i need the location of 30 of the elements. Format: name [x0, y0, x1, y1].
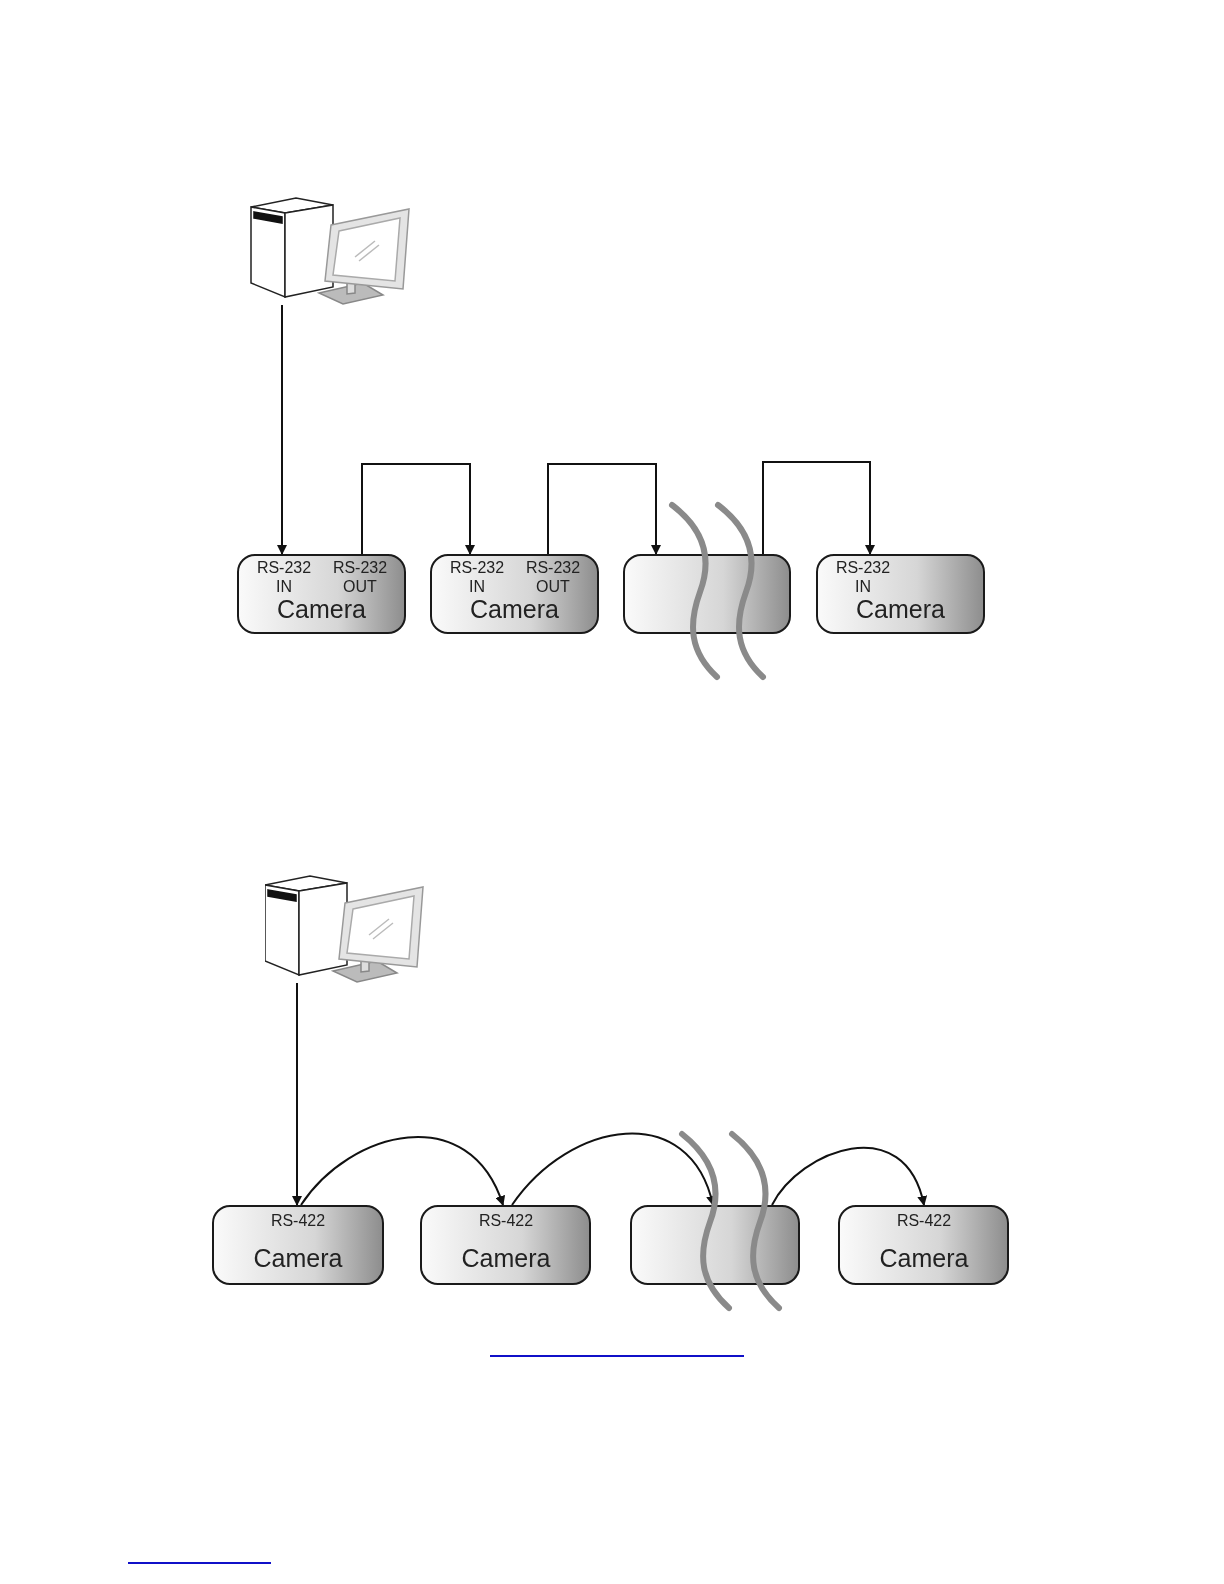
- camera-box: [430, 554, 599, 634]
- camera-box: [816, 554, 985, 634]
- arrow: [300, 1136, 505, 1206]
- arrow: [292, 982, 302, 1206]
- camera-box: [420, 1205, 591, 1285]
- device-label: Camera: [469, 594, 560, 624]
- device-label: Camera: [252, 1243, 344, 1273]
- device-label: Camera: [460, 1243, 552, 1273]
- device-label: Camera: [855, 594, 946, 624]
- arrow: [762, 461, 875, 555]
- port-label: RS-422: [269, 1211, 327, 1231]
- port-label: RS-232 OUT: [331, 558, 389, 597]
- camera-box: [237, 554, 406, 634]
- port-label: RS-232 OUT: [524, 558, 582, 597]
- arrow: [771, 1146, 927, 1206]
- camera-box: [212, 1205, 384, 1285]
- camera-box: [630, 1205, 800, 1285]
- device-label: Camera: [878, 1243, 970, 1273]
- camera-box: [838, 1205, 1009, 1285]
- port-label: RS-422: [477, 1211, 535, 1231]
- camera-box: [623, 554, 791, 634]
- port-label: RS-232 IN: [448, 558, 506, 597]
- device-label: Camera: [276, 594, 367, 624]
- arrow: [511, 1132, 715, 1206]
- arrow: [277, 304, 287, 555]
- port-label: RS-422: [895, 1211, 953, 1231]
- port-label: RS-232 IN: [834, 558, 892, 597]
- arrow: [361, 463, 475, 555]
- arrow: [547, 463, 661, 555]
- port-label: RS-232 IN: [255, 558, 313, 597]
